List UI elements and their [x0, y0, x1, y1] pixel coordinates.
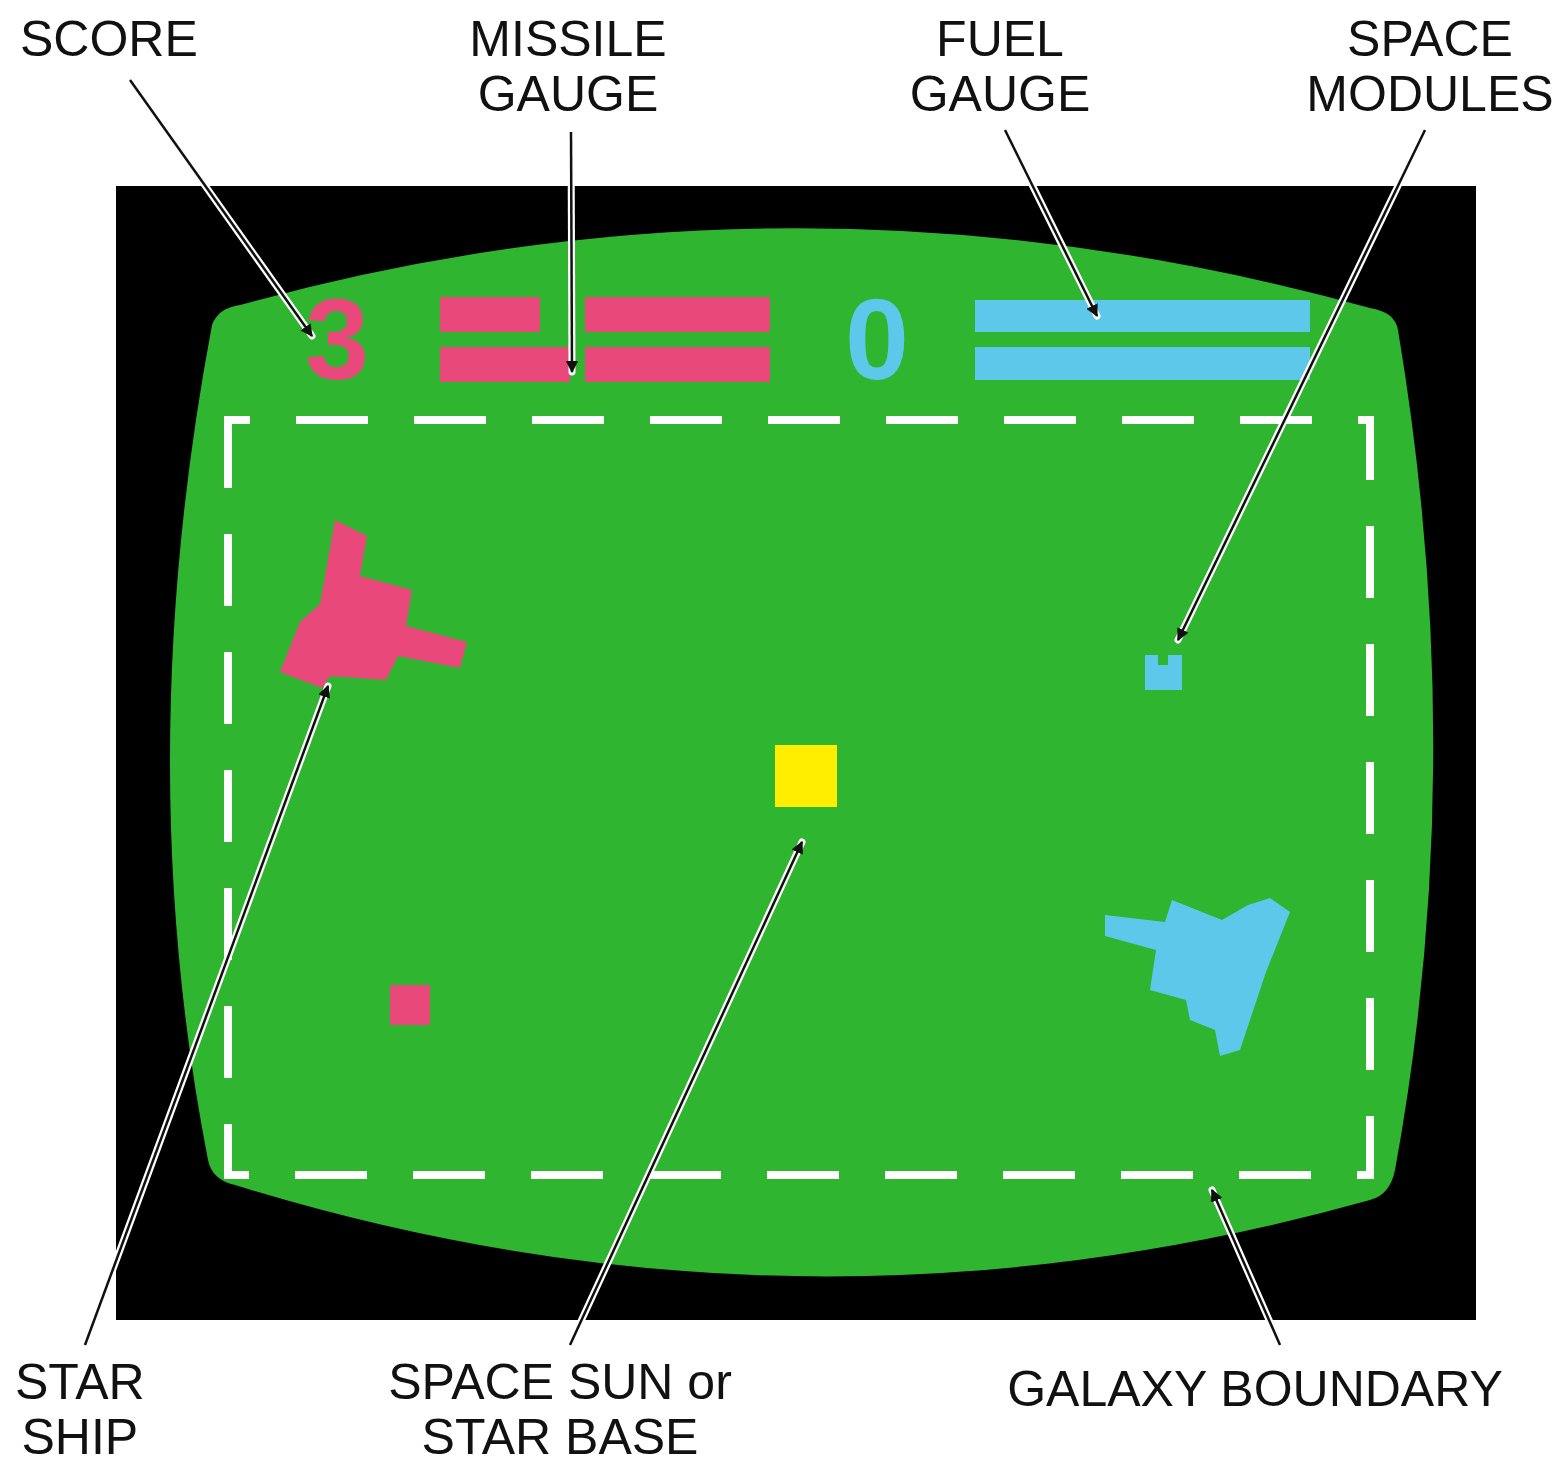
fuel-gauge-bars: [975, 300, 1310, 380]
space-module: [390, 985, 430, 1025]
space-module: [1145, 655, 1182, 690]
cyan-star-ship: [1105, 898, 1290, 1056]
galaxy-boundary: [228, 420, 1370, 1175]
callout-label: SCORE: [20, 12, 198, 67]
leader-lines: [85, 80, 1425, 1345]
callout-label: STAR SHIP: [15, 1355, 145, 1465]
pink-star-ship: [280, 520, 467, 688]
score-digit: 0: [845, 282, 909, 397]
callout-label: MISSILE GAUGE: [469, 12, 666, 122]
score-digit: 3: [305, 282, 369, 397]
tv-bezel: [116, 186, 1476, 1320]
callout-label: FUEL GAUGE: [910, 12, 1091, 122]
callout-label: GALAXY BOUNDARY: [1007, 1362, 1503, 1417]
missile-gauge-bars: [440, 297, 770, 382]
tv-screen: [170, 228, 1433, 1276]
callout-label: SPACE SUN or STAR BASE: [350, 1355, 770, 1465]
space-sun: [775, 745, 837, 807]
callout-label: SPACE MODULES: [1306, 12, 1553, 122]
